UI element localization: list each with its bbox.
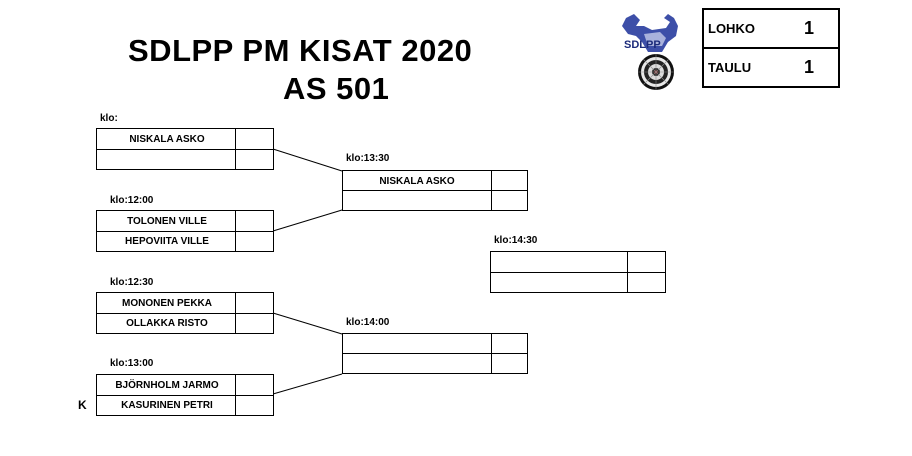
match-box: NISKALA ASKO (96, 128, 274, 170)
match-time: klo:14:00 (346, 317, 390, 328)
match-box (490, 251, 666, 293)
lohko-label: LOHKO (708, 21, 755, 36)
player-slot: NISKALA ASKO (343, 171, 527, 191)
match-time: klo:13:00 (110, 358, 154, 369)
marker-k: K (78, 398, 87, 412)
match-time: klo: (100, 113, 118, 124)
player-name: KASURINEN PETRI (121, 400, 213, 411)
score-column (491, 334, 492, 373)
player-slot (491, 252, 665, 273)
player-slot (97, 150, 273, 170)
sdlpp-logo: SDLPP (618, 12, 696, 92)
score-column (491, 171, 492, 210)
page-subtitle: AS 501 (283, 71, 390, 106)
taulu-row: TAULU 1 (704, 49, 838, 88)
page-title: SDLPP PM KISAT 2020 (128, 33, 473, 68)
player-slot: KASURINEN PETRI (97, 396, 273, 416)
player-name: NISKALA ASKO (129, 134, 205, 145)
score-column (235, 293, 236, 333)
score-column (627, 252, 628, 292)
player-name: HEPOVIITA VILLE (125, 236, 209, 247)
player-name: MONONEN PEKKA (121, 298, 212, 309)
connector-line (272, 373, 343, 395)
match-time: klo:14:30 (494, 235, 538, 246)
player-slot (491, 273, 665, 293)
player-slot: BJÖRNHOLM JARMO (97, 375, 273, 396)
connector-line (272, 148, 343, 172)
score-column (235, 211, 236, 251)
player-name: OLLAKKA RISTO (126, 318, 208, 329)
player-slot (343, 191, 527, 211)
match-box: NISKALA ASKO (342, 170, 528, 211)
player-slot: MONONEN PEKKA (97, 293, 273, 314)
match-box (342, 333, 528, 374)
match-time: klo:12:30 (110, 277, 154, 288)
player-slot: OLLAKKA RISTO (97, 314, 273, 334)
score-column (235, 375, 236, 415)
player-name: NISKALA ASKO (379, 176, 455, 187)
match-box: BJÖRNHOLM JARMO KASURINEN PETRI (96, 374, 274, 416)
player-name: BJÖRNHOLM JARMO (115, 380, 219, 391)
match-time: klo:12:00 (110, 195, 154, 206)
logo-text: SDLPP (624, 39, 661, 51)
info-box: LOHKO 1 TAULU 1 (702, 8, 840, 88)
match-time: klo:13:30 (346, 153, 390, 164)
match-box: MONONEN PEKKA OLLAKKA RISTO (96, 292, 274, 334)
player-name: TOLONEN VILLE (127, 216, 207, 227)
player-slot: TOLONEN VILLE (97, 211, 273, 232)
score-column (235, 129, 236, 169)
lohko-row: LOHKO 1 (704, 10, 838, 49)
connector-line (272, 209, 343, 232)
connector-line (272, 312, 343, 335)
dartboard-icon: SDLPP (622, 14, 678, 90)
player-slot: HEPOVIITA VILLE (97, 232, 273, 252)
player-slot (343, 354, 527, 374)
lohko-value: 1 (804, 18, 815, 38)
player-slot (343, 334, 527, 354)
player-slot: NISKALA ASKO (97, 129, 273, 150)
taulu-value: 1 (804, 57, 815, 77)
match-box: TOLONEN VILLE HEPOVIITA VILLE (96, 210, 274, 252)
taulu-label: TAULU (708, 60, 752, 75)
